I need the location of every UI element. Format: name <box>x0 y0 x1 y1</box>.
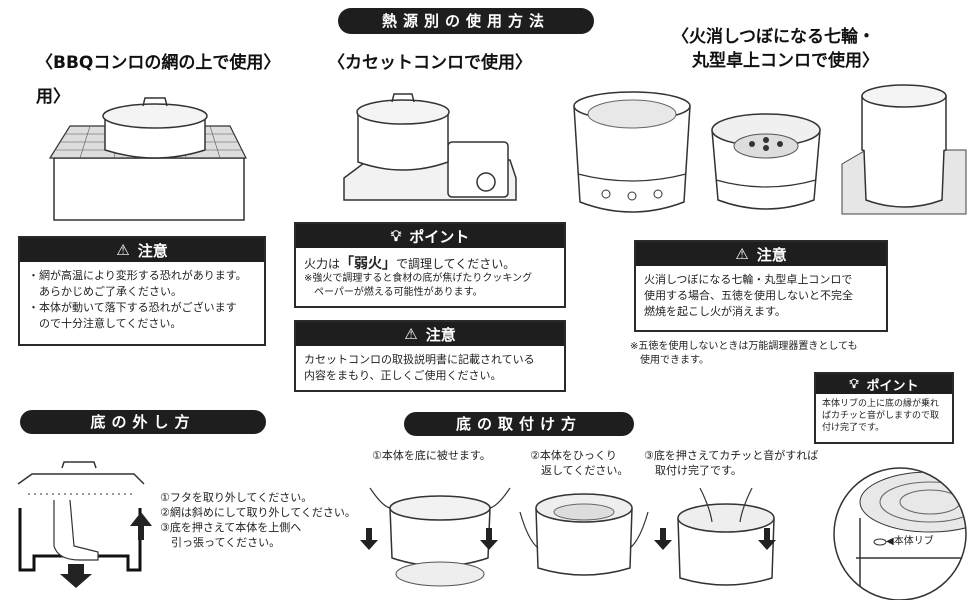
removal-step: ③底を押さえて本体を上側へ <box>160 521 302 534</box>
warning-triangle-icon: ⚠ <box>116 241 130 259</box>
shichirin-caution-line: 使用する場合、五徳を使用しないと不完全 <box>644 289 853 302</box>
warning-triangle-icon: ⚠ <box>735 245 749 263</box>
attach-illustrations <box>360 487 776 587</box>
cassette-point-body: 火力は「弱火」で調理してください。 ※強火で調理すると食材の底が焦げたりクッキン… <box>296 248 564 306</box>
shichirin-caution-body: 火消しつぼになる七輪・丸型卓上コンロで 使用する場合、五徳を使用しないと不完全 … <box>636 266 886 326</box>
main-title-banner: 熱源別の使用方法 <box>338 8 594 34</box>
attach-title-banner: 底の取付け方 <box>404 412 634 436</box>
attach-step-2-line-2: 返してください。 <box>530 464 629 477</box>
shichirin-caution-line: 火消しつぼになる七輪・丸型卓上コンロで <box>644 273 853 286</box>
cassette-caution-line: 内容をまもり、正しくご使用ください。 <box>304 369 502 382</box>
point-lead-post: で調理してください。 <box>396 257 516 271</box>
shichirin-caution-box: ⚠ 注意 火消しつぼになる七輪・丸型卓上コンロで 使用する場合、五徳を使用しない… <box>634 240 888 332</box>
attach-title: 底の取付け方 <box>455 415 582 433</box>
shichirin-heading-1: 〈火消しつぼになる七輪・ <box>672 27 875 47</box>
main-title: 熱源別の使用方法 <box>381 12 550 30</box>
bbq-grill-illustration <box>48 97 247 221</box>
shichirin-note-line: 使用できます。 <box>630 355 709 366</box>
shichirin-point-line: 本体リブの上に底の縁が乗れ <box>822 399 940 409</box>
cassette-caution-header: ⚠ 注意 <box>296 322 564 346</box>
bbq-caution-header: ⚠ 注意 <box>20 238 264 262</box>
bbq-caution-line: ので十分注意してください。 <box>28 317 182 330</box>
rib-detail-illustration <box>833 467 967 600</box>
removal-title: 底の外し方 <box>90 413 196 431</box>
removal-step: ②網は斜めにして取り外してください。 <box>160 506 356 519</box>
removal-title-banner: 底の外し方 <box>20 410 266 434</box>
shichirin-point-line: 付け完了です。 <box>822 423 885 433</box>
attach-step-1: ①本体を底に被せます。 <box>372 449 491 462</box>
shichirin-caution-title: 注意 <box>756 245 787 264</box>
shichirin-point-box: 💡︎ ポイント 本体リブの上に底の縁が乗れ ばカチッと音がしますので取 付け完了… <box>814 372 954 444</box>
bbq-caution-line: ・網が高温により変形する恐れがあります。 <box>28 269 247 282</box>
cassette-point-header: 💡︎ ポイント <box>296 224 564 248</box>
shichirin-point-header: 💡︎ ポイント <box>816 374 952 394</box>
cassette-caution-line: カセットコンロの取扱説明書に記載されている <box>304 353 535 366</box>
rib-label: ◀本体リブ <box>886 536 934 547</box>
shichirin-note: ※五徳を使用しないときは万能調理器置きとしても 使用できます。 <box>630 340 858 368</box>
cassette-point-title: ポイント <box>409 227 470 246</box>
point-lead-pre: 火力は <box>304 257 341 271</box>
attach-step-2-line-1: ②本体をひっくり <box>530 449 617 462</box>
bbq-caution-line: ・本体が動いて落下する恐れがございます <box>28 301 237 314</box>
cassette-point-box: 💡︎ ポイント 火力は「弱火」で調理してください。 ※強火で調理すると食材の底が… <box>294 222 566 308</box>
cassette-heading: 〈カセットコンロで使用〉 <box>328 53 532 73</box>
bbq-heading: 〈BBQコンロの網の上で使用〉 <box>36 53 281 73</box>
shichirin-caution-line: 燃焼を起こし火が消えます。 <box>644 305 786 318</box>
removal-step: 引っ張ってください。 <box>160 536 281 549</box>
attach-step-3-line-1: ③底を押さえてカチッと音がすれば <box>644 449 819 462</box>
point-note-line: ※強火で調理すると食材の底が焦げたりクッキング <box>304 273 533 284</box>
bbq-subheading: 用〉 <box>36 87 70 107</box>
removal-illustration <box>17 461 152 588</box>
cassette-caution-body: カセットコンロの取扱説明書に記載されている 内容をまもり、正しくご使用ください。 <box>296 346 564 390</box>
shichirin-note-line: ※五徳を使用しないときは万能調理器置きとしても <box>630 341 858 352</box>
shichirin-caution-header: ⚠ 注意 <box>636 242 886 266</box>
cassette-caution-title: 注意 <box>425 325 456 344</box>
attach-step-3-line-2: 取付け完了です。 <box>644 464 742 477</box>
cassette-stove-illustration <box>343 93 517 201</box>
shichirin-illustrations <box>573 84 967 215</box>
shichirin-heading-2: 丸型卓上コンロで使用〉 <box>692 51 879 71</box>
bbq-caution-body: ・網が高温により変形する恐れがあります。 あらかじめご了承ください。 ・本体が動… <box>20 262 264 338</box>
lightbulb-icon: 💡︎ <box>390 227 402 245</box>
bbq-caution-title: 注意 <box>137 241 168 260</box>
removal-steps: ①フタを取り外してください。 ②網は斜めにして取り外してください。 ③底を押さえ… <box>160 490 356 550</box>
point-lead-em: 「弱火」 <box>340 256 397 272</box>
removal-step: ①フタを取り外してください。 <box>160 491 313 504</box>
warning-triangle-icon: ⚠ <box>404 325 418 343</box>
lightbulb-icon: 💡︎ <box>849 376 859 392</box>
bbq-caution-line: あらかじめご了承ください。 <box>28 285 182 298</box>
shichirin-point-body: 本体リブの上に底の縁が乗れ ばカチッと音がしますので取 付け完了です。 <box>816 394 952 438</box>
cassette-caution-box: ⚠ 注意 カセットコンロの取扱説明書に記載されている 内容をまもり、正しくご使用… <box>294 320 566 392</box>
shichirin-point-line: ばカチッと音がしますので取 <box>822 411 940 421</box>
shichirin-point-title: ポイント <box>866 378 919 394</box>
bbq-caution-box: ⚠ 注意 ・網が高温により変形する恐れがあります。 あらかじめご了承ください。 … <box>18 236 266 346</box>
point-note-line: ペーパーが燃える可能性があります。 <box>304 287 483 298</box>
